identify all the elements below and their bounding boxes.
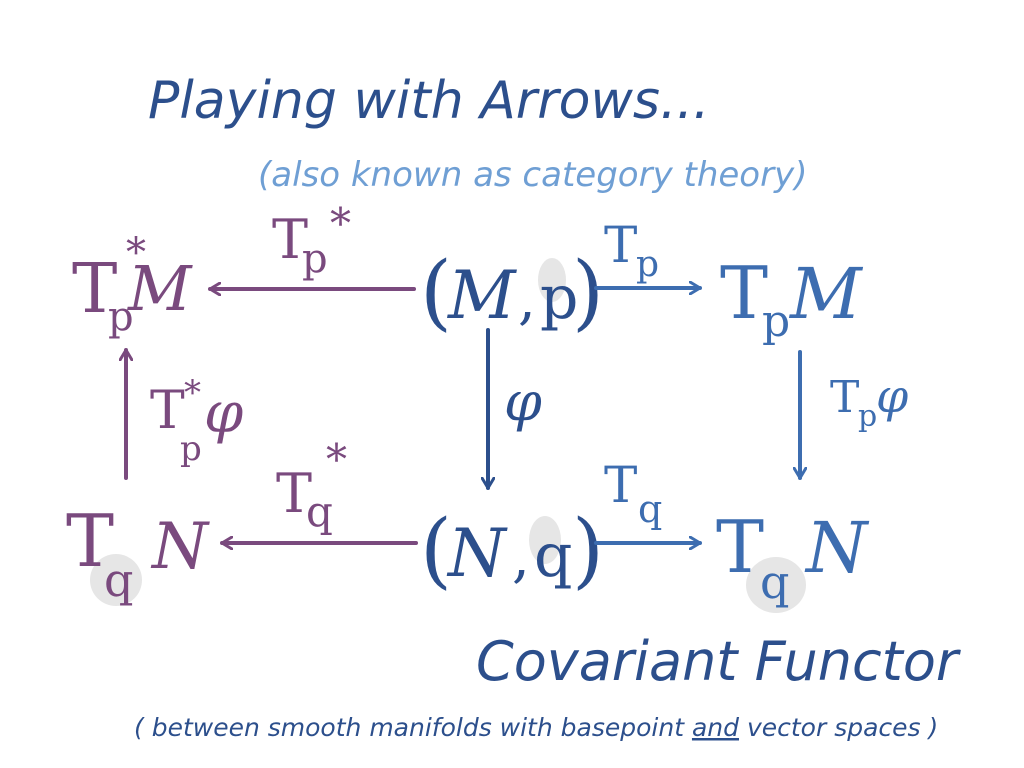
tangent-t: T — [720, 251, 768, 335]
paren-close: ) — [572, 245, 604, 340]
smudge — [746, 557, 806, 613]
arrow-label-t: T — [604, 216, 637, 274]
arrow-label-phi: φ — [504, 370, 542, 433]
subscript-q: q — [104, 553, 133, 607]
smudge — [538, 258, 566, 302]
node-tq-n: T q N — [716, 505, 870, 609]
paren-open: ( — [420, 503, 452, 598]
arrow-label-t: T — [604, 456, 637, 514]
manifold-m: M — [447, 257, 517, 334]
arrow-label-phi: φ — [204, 381, 243, 446]
arrow-label-t: T — [830, 372, 859, 423]
arrow-label-sub: p — [858, 399, 877, 434]
diagram-subtitle: (also known as category theory) — [258, 155, 807, 195]
arrow-label-phi: φ — [876, 369, 909, 423]
node-n-q: ( N , q ) — [420, 503, 604, 598]
manifold-m: M — [788, 253, 864, 335]
star: * — [126, 230, 146, 276]
subscript-q: q — [760, 555, 789, 609]
arrow-label-t: T — [272, 208, 308, 271]
node-m-p: ( M , p ) — [420, 245, 604, 340]
note-before: ( between smooth manifolds with basepoin… — [134, 713, 692, 742]
arrow-label-sub: q — [638, 487, 662, 531]
manifold-m: M — [127, 252, 193, 325]
comma: , — [518, 267, 536, 332]
arrow-label-star: * — [184, 373, 201, 413]
subscript-p: p — [762, 296, 790, 347]
arrow-label-t: T — [276, 462, 312, 525]
arrow-label-sub: p — [302, 236, 328, 282]
arrow-tpstar: T p * — [208, 199, 416, 289]
arrow-tpstar-phi: T p * φ — [126, 348, 243, 480]
arrow-tqstar: T q * — [220, 435, 418, 543]
tangent-t: T — [716, 505, 764, 589]
node-tp-m: T p M — [720, 251, 864, 347]
smudge — [90, 554, 142, 606]
arrow-label-sub: q — [306, 487, 333, 536]
manifold-n: N — [804, 507, 870, 589]
arrow-label-star: * — [326, 435, 347, 484]
manifold-n: N — [150, 510, 210, 584]
paren-close: ) — [572, 503, 604, 598]
node-tpstar-m: T p * M — [72, 230, 193, 340]
arrow-phi: φ — [488, 328, 542, 490]
tangent-t: T — [72, 250, 117, 329]
comma: , — [512, 525, 530, 590]
arrow-label-t: T — [150, 381, 185, 441]
functor-note: ( between smooth manifolds with basepoin… — [134, 713, 938, 742]
paren-open: ( — [420, 245, 452, 340]
arrow-label-star: * — [330, 199, 351, 248]
arrow-tp-phi: T p φ — [800, 350, 909, 480]
note-and: and — [692, 713, 739, 742]
arrow-tq: T q — [594, 456, 702, 543]
arrow-label-sub: p — [636, 244, 659, 285]
functor-heading: Covariant Functor — [476, 630, 961, 693]
diagram-title: Playing with Arrows... — [148, 71, 710, 131]
arrow-label-sub: p — [180, 429, 202, 469]
note-after: vector spaces ) — [739, 713, 938, 742]
basepoint-q: q — [534, 521, 572, 591]
smudge — [529, 516, 561, 564]
subscript-p: p — [108, 294, 134, 340]
basepoint-p: p — [540, 263, 578, 333]
node-tq-n-left: T q N — [66, 499, 210, 607]
tangent-t: T — [66, 499, 114, 583]
arrow-tp: T p — [594, 216, 702, 288]
manifold-n: N — [446, 515, 508, 592]
